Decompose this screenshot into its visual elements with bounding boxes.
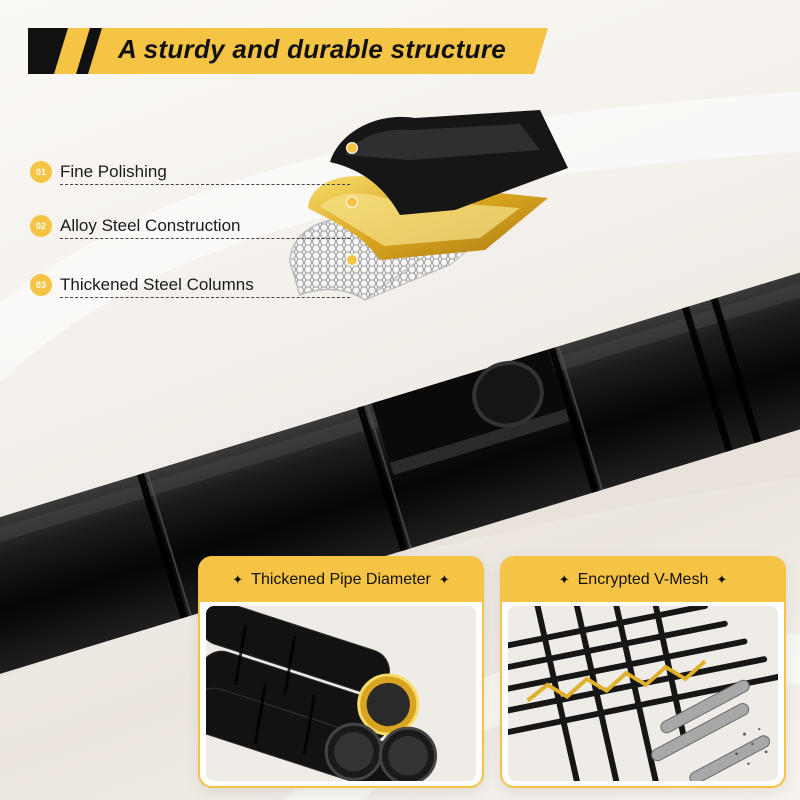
- card-frame: ✦ Thickened Pipe Diameter ✦: [198, 556, 484, 788]
- sparkle-icon: ✦: [716, 572, 728, 587]
- pipe-bundle-image: [206, 606, 476, 782]
- leader-line: [60, 184, 350, 185]
- feature-item-alloy-steel: 02 Alloy Steel Construction: [30, 215, 240, 237]
- headline-title: A sturdy and durable structure: [118, 34, 506, 64]
- sparkle-icon: ✦: [438, 572, 450, 587]
- card-title: Thickened Pipe Diameter: [251, 571, 431, 588]
- feature-label: Fine Polishing: [60, 162, 167, 181]
- leader-dot: [346, 142, 358, 154]
- layer-cross-section: [289, 110, 568, 301]
- sparkle-icon: ✦: [558, 572, 570, 587]
- leader-line: [60, 238, 350, 239]
- card-frame: ✦ Encrypted V-Mesh ✦: [500, 556, 786, 788]
- card-title: Encrypted V-Mesh: [577, 571, 709, 588]
- feature-number-badge: 02: [30, 215, 52, 237]
- card-header: ✦ Encrypted V-Mesh ✦: [502, 558, 784, 602]
- v-mesh-image: [508, 606, 778, 782]
- card-pipe-diameter: ✦ Thickened Pipe Diameter ✦: [198, 556, 484, 788]
- leader-line: [60, 297, 350, 298]
- feature-number-badge: 01: [30, 161, 52, 183]
- card-v-mesh: ✦ Encrypted V-Mesh ✦: [500, 556, 786, 788]
- card-header: ✦ Thickened Pipe Diameter ✦: [200, 558, 482, 602]
- feature-item-fine-polishing: 01 Fine Polishing: [30, 161, 167, 183]
- feature-label: Alloy Steel Construction: [60, 216, 241, 235]
- feature-item-thickened-steel: 03 Thickened Steel Columns: [30, 274, 254, 296]
- sparkle-icon: ✦: [232, 572, 244, 587]
- headline-banner: [28, 28, 548, 74]
- leader-dot: [346, 196, 358, 208]
- leader-dot: [346, 254, 358, 266]
- feature-label: Thickened Steel Columns: [60, 275, 254, 294]
- feature-number-badge: 03: [30, 274, 52, 296]
